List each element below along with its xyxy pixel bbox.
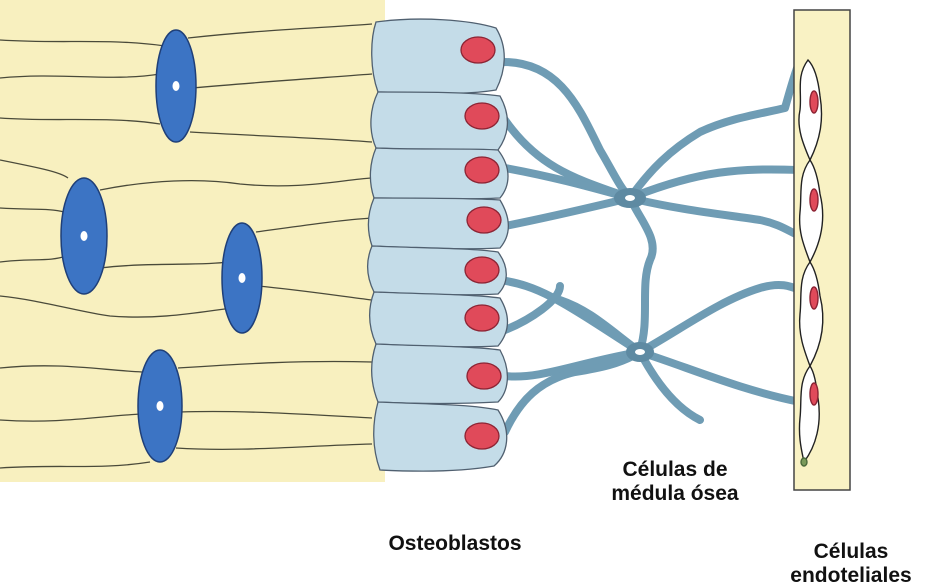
osteoblast (374, 402, 507, 471)
osteocyte (222, 223, 262, 333)
osteocyte (61, 178, 107, 294)
label-endothelial-line1: Células (768, 540, 934, 564)
osteoblast (371, 92, 507, 152)
label-osteoblasts-text: Osteoblastos (388, 532, 521, 555)
label-osteoblasts: Osteoblastos (360, 532, 550, 556)
osteoblast (368, 246, 507, 295)
osteocyte (138, 350, 182, 462)
osteoblast (372, 344, 508, 404)
osteoblast (368, 198, 508, 249)
label-marrow-cells: Células de médula ósea (575, 458, 775, 506)
osteoblast (370, 148, 508, 199)
stromal-processes (500, 60, 800, 432)
label-marrow-cells-line2: médula ósea (575, 482, 775, 506)
label-endothelial-line2: endoteliales (768, 564, 934, 588)
osteoblast (372, 19, 505, 93)
label-marrow-cells-line1: Células de (575, 458, 775, 482)
osteoblasts (368, 19, 509, 471)
label-endothelial-cells: Células endoteliales (768, 540, 934, 588)
osteocyte (156, 30, 196, 142)
osteoblast (370, 292, 508, 347)
